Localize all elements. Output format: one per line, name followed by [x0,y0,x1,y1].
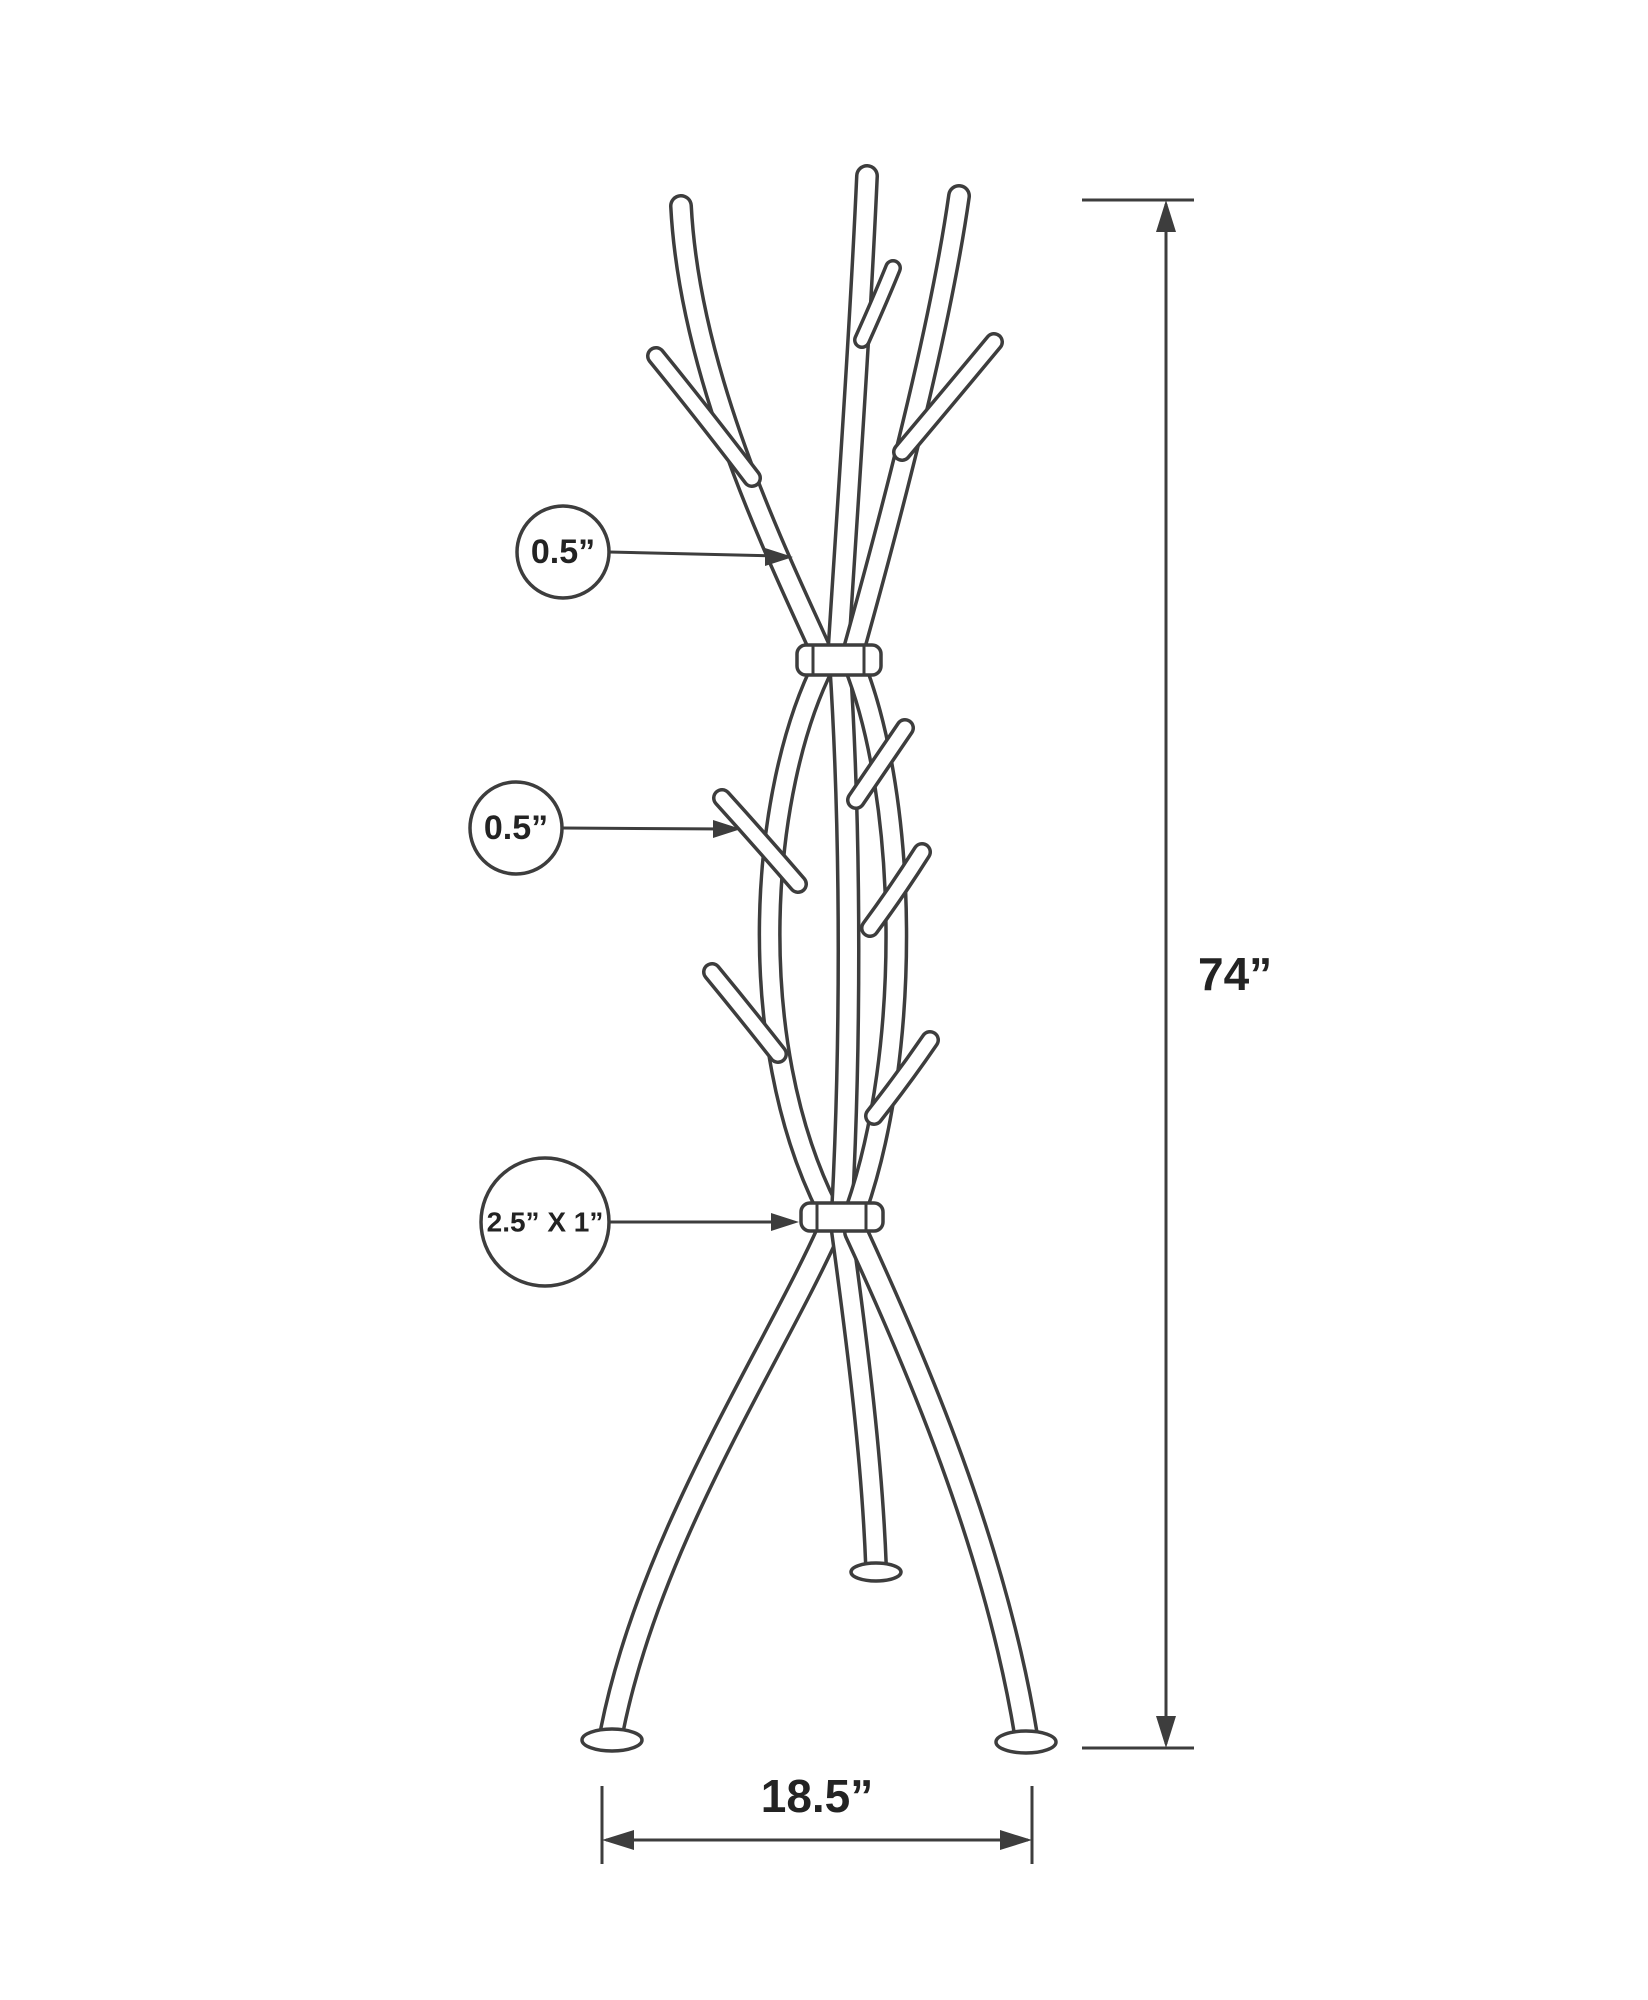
left-foot-pad [580,1727,644,1753]
arrowhead-down [1156,1716,1176,1748]
callout-arrowhead [765,548,793,566]
arrowhead-left [602,1830,634,1850]
rack-top-hooks [646,259,1004,488]
callout-circle [515,504,611,600]
callout-label: 0.5” [484,809,548,847]
height-dimension-label: 74” [1198,948,1272,1000]
height-dimension: 74” [1082,198,1272,1750]
width-dimension-label: 18.5” [761,1770,874,1822]
rack-middle-stems [757,652,909,1222]
callout-circle [468,780,564,876]
rack-legs [599,1219,1039,1748]
arrowhead-right [1000,1830,1032,1850]
callout-arrowhead [713,820,741,838]
callout-peg-diameter-middle: 0.5” [468,780,741,876]
callout-leader-line [608,550,781,558]
back-foot-pad [849,1561,903,1583]
coat-rack-drawing [580,164,1058,1755]
lower-collar-ring [799,1201,885,1233]
width-dimension: 18.5” [600,1770,1034,1864]
upper-collar-ring [795,643,883,677]
rack-top-branches [669,164,971,670]
callout-arrowhead [771,1213,799,1231]
arrowhead-up [1156,200,1176,232]
callout-collar-size: 2.5” X 1” [479,1156,799,1288]
callout-circle [479,1156,611,1288]
callout-label: 2.5” X 1” [487,1207,604,1238]
right-foot-pad [994,1729,1058,1755]
callout-tube-diameter-top: 0.5” [515,504,793,600]
callout-label: 0.5” [531,533,595,571]
callout-leader-line [561,826,729,831]
rack-middle-pegs [702,718,940,1126]
rack-feet [580,1561,1058,1755]
